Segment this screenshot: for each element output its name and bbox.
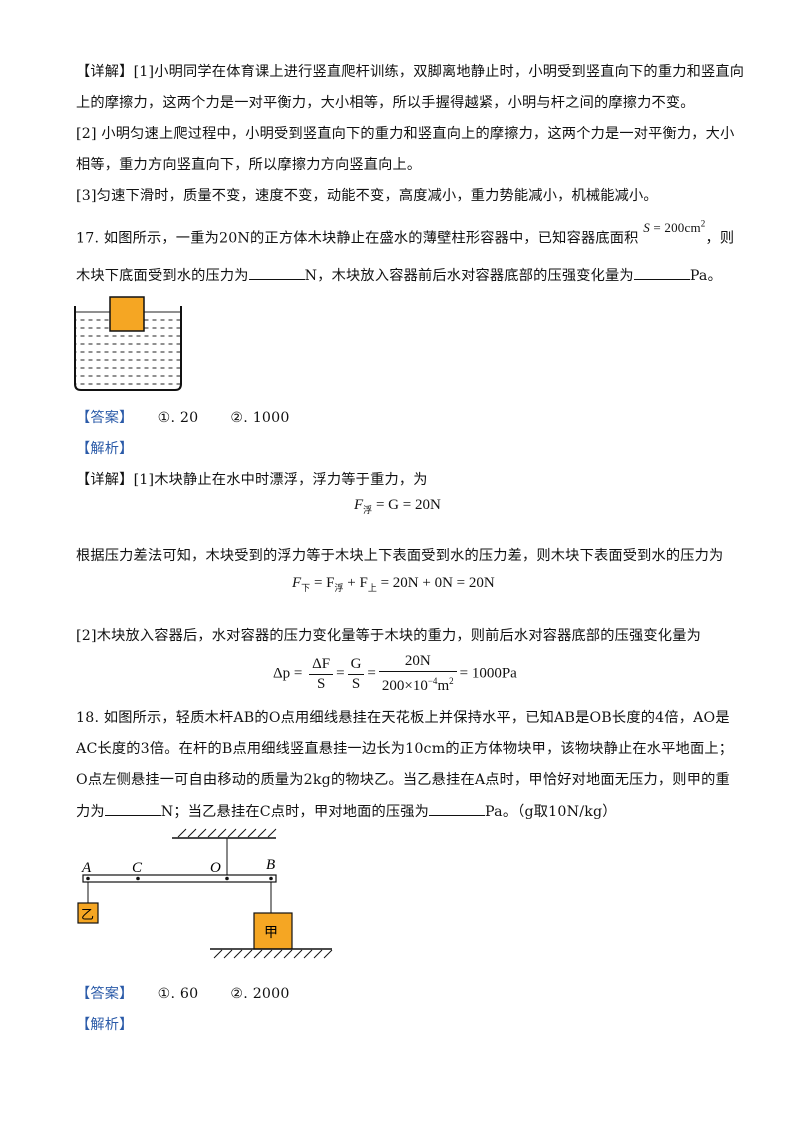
- lever-figure: A C O B 乙 甲: [77, 828, 333, 959]
- point-b-dot: [269, 876, 273, 881]
- block-jia: [253, 912, 293, 950]
- label-c: C: [132, 860, 143, 876]
- detail-tag: 【详解】: [76, 472, 134, 488]
- area-formula: S = 200cm2: [643, 219, 706, 236]
- p16-line-3: [2] 小明匀速上爬过程中，小明受到竖直向下的重力和竖直向上的摩擦力，这两个力是…: [76, 126, 735, 142]
- q17-text-3: [2]木块放入容器后，水对容器的压力变化量等于木块的重力，则前后水对容器底部的压…: [76, 628, 701, 644]
- point-a-dot: [86, 876, 90, 881]
- answer-blank-2: [633, 265, 690, 280]
- q17-stem-line-1: 17. 如图所示，一重为20N的正方体木块静止在盛水的薄壁柱形容器中，已知容器底…: [76, 219, 735, 247]
- label-o: O: [210, 860, 221, 876]
- answer-blank-2: [429, 801, 486, 816]
- block-yi-label: 乙: [81, 907, 94, 922]
- container-wall: [74, 306, 182, 391]
- q18-analysis-tag: 【解析】: [76, 1017, 134, 1033]
- answer-blank-1: [104, 801, 161, 816]
- label-b: B: [266, 857, 275, 873]
- q17-text-2: 根据压力差法可知，木块受到的浮力等于木块上下表面受到水的压力差，则木块下表面受到…: [76, 548, 724, 564]
- block-jia-label: 甲: [264, 926, 278, 941]
- point-c-dot: [136, 876, 140, 881]
- answer-tag: 【答案】: [76, 986, 134, 1002]
- wood-block: [109, 296, 145, 332]
- equation-buoyancy: F浮 = G = 20N: [354, 497, 441, 515]
- lever-bar: [82, 874, 277, 883]
- answer-blank-1: [248, 265, 305, 280]
- ground-hatch: [213, 949, 333, 959]
- ceiling-hatch: [177, 828, 277, 838]
- detail-tag: 【详解】: [76, 64, 134, 80]
- q18-stem-line-3: O点左侧悬挂一可自由移动的质量为2kg的物块乙。当乙悬挂在A点时，甲恰好对地面无…: [76, 772, 730, 788]
- p16-line-4: 相等，重力方向竖直向下，所以摩擦力方向竖直向上。: [76, 157, 422, 173]
- label-a: A: [81, 860, 92, 876]
- q18-stem-line-2: AC长度的3倍。在杆的B点用细线竖直悬挂一边长为10cm的正方体物块甲，该物块静…: [76, 741, 734, 757]
- q18-stem-line-1: 18. 如图所示，轻质木杆AB的O点用细线悬挂在天花板上并保持水平，已知AB是O…: [76, 710, 730, 726]
- q17-detail-1: 【详解】[1]木块静止在水中时漂浮，浮力等于重力，为: [76, 472, 428, 488]
- block-yi: [77, 902, 99, 924]
- p16-line-5: [3]匀速下滑时，质量不变，速度不变，动能不变，高度减小，重力势能减小，机械能减…: [76, 188, 658, 204]
- equation-pressure-force: F下 = F浮 + F上 = 20N + 0N = 20N: [292, 575, 495, 593]
- container-figure: [74, 296, 182, 391]
- point-o-dot: [225, 876, 229, 881]
- answer-tag: 【答案】: [76, 410, 134, 426]
- p16-line-2: 上的摩擦力，这两个力是一对平衡力，大小相等，所以手握得越紧，小明与杆之间的摩擦力…: [76, 95, 695, 111]
- q17-analysis-tag: 【解析】: [76, 441, 134, 457]
- p16-line-1: 【详解】[1]小明同学在体育课上进行竖直爬杆训练，双脚离地静止时，小明受到竖直向…: [76, 64, 745, 80]
